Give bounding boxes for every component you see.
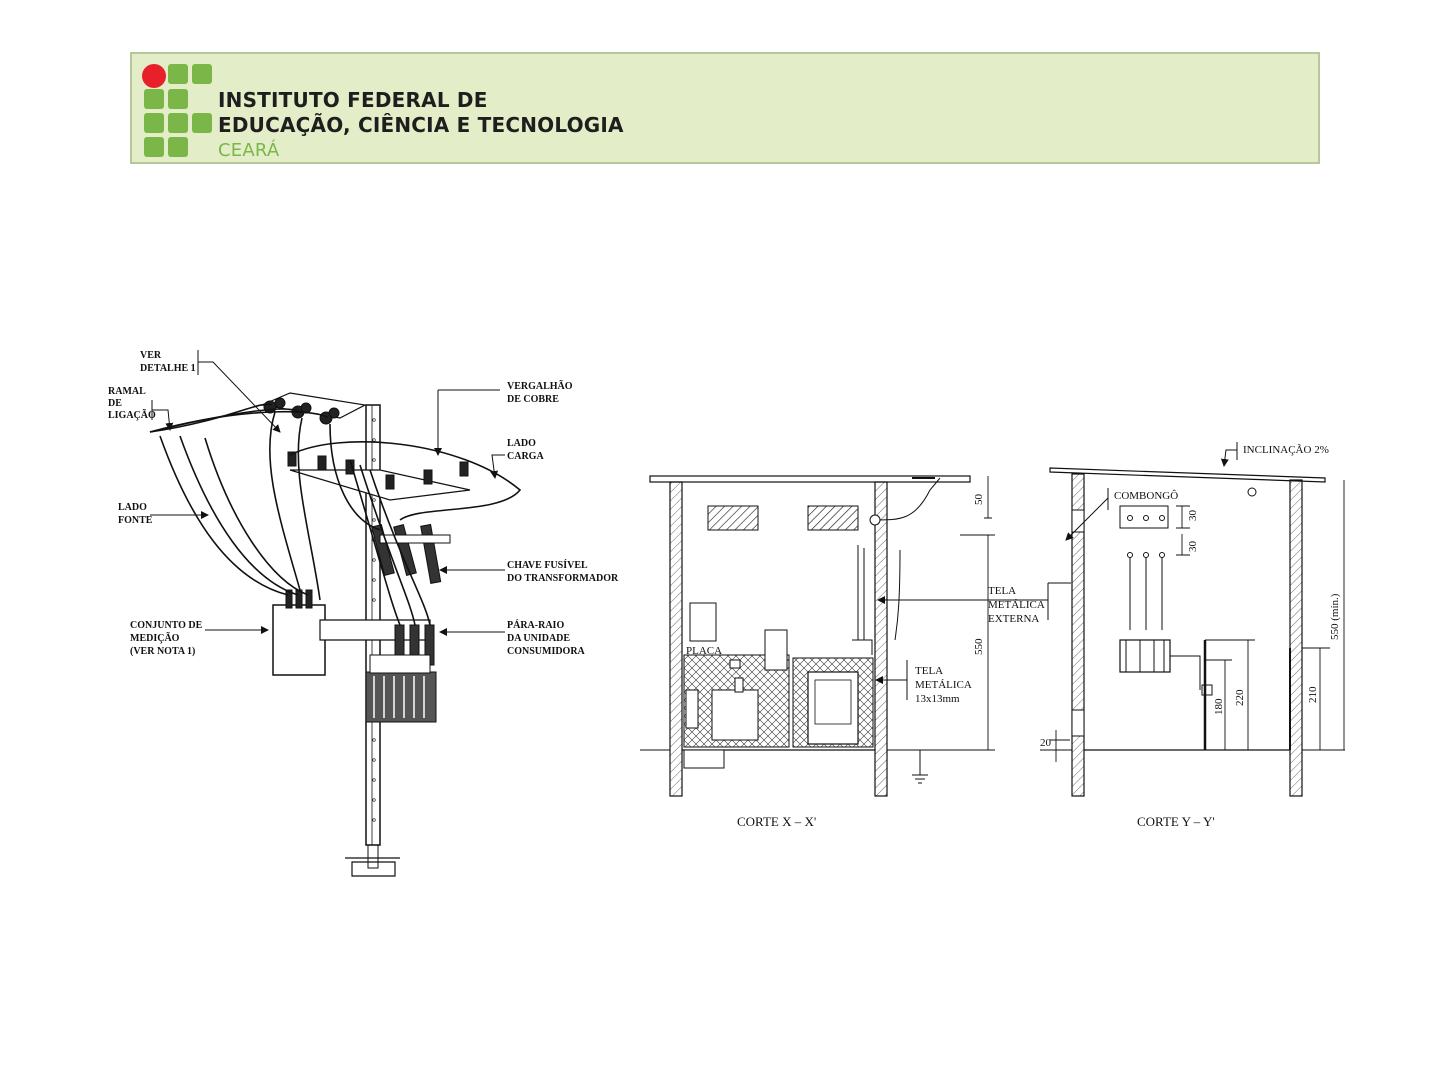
institution-logo	[142, 62, 212, 158]
middle-insulators	[287, 451, 469, 490]
dim-y-30b: 30	[1187, 541, 1199, 553]
label-conjunto-1: CONJUNTO DE	[130, 620, 203, 631]
dim-y-210: 210	[1307, 686, 1319, 703]
institution-line-1: INSTITUTO FEDERAL DE	[218, 88, 488, 112]
corte-x-diagram	[640, 475, 995, 797]
label-tela-1: TELA	[915, 665, 943, 677]
transformer-x	[807, 671, 859, 745]
corte-y-labels: INCLINAÇÃO 2% COMBONGÔ 30 30 550 (mín.) …	[1040, 444, 1341, 829]
label-ver-detalhe-1: VER	[140, 350, 162, 361]
institution-name: INSTITUTO FEDERAL DE EDUCAÇÃO, CIÊNCIA E…	[218, 88, 624, 163]
wires	[149, 403, 522, 626]
corte-y-diagram	[1040, 467, 1345, 797]
caption-corte-y: CORTE Y – Y'	[1137, 814, 1215, 829]
pole-leaders	[150, 350, 505, 636]
label-pararaio-1: PÁRA-RAIO	[507, 619, 564, 631]
corte-x-leaders	[876, 583, 1049, 700]
label-lado-carga-1: LADO	[507, 438, 536, 449]
institution-line-2: EDUCAÇÃO, CIÊNCIA E TECNOLOGIA	[218, 113, 624, 137]
label-tela-externa-2: METÁLICA	[988, 599, 1045, 611]
fuse-cutouts	[371, 523, 442, 584]
caption-corte-x: CORTE X – X'	[737, 814, 816, 829]
label-tela-3: 13x13mm	[915, 693, 960, 705]
dim-x-550: 550	[973, 638, 985, 655]
institution-line-3: CEARÁ	[218, 140, 280, 161]
transformer	[365, 671, 437, 723]
corte-x-labels: PLACA 50 550 TELA METÁLICA EXTERNA TELA …	[686, 494, 1045, 830]
label-lado-carga-2: CARGA	[507, 451, 544, 462]
label-lado-fonte-2: FONTE	[118, 515, 153, 526]
label-ramal-3: LIGAÇÃO	[108, 409, 156, 421]
logo-red-dot	[142, 64, 166, 88]
label-ver-detalhe-2: DETALHE 1	[140, 363, 196, 374]
institution-banner: INSTITUTO FEDERAL DE EDUCAÇÃO, CIÊNCIA E…	[130, 52, 1320, 164]
label-inclinacao: INCLINAÇÃO 2%	[1243, 444, 1329, 456]
label-conjunto-3: (VER NOTA 1)	[130, 646, 195, 657]
dim-y-20: 20	[1040, 737, 1052, 749]
dim-y-180: 180	[1213, 698, 1225, 715]
label-tela-externa-1: TELA	[988, 585, 1016, 597]
dim-y-220: 220	[1234, 689, 1246, 706]
label-vergalhao-1: VERGALHÃO	[507, 380, 573, 392]
label-ramal-2: DE	[108, 398, 122, 409]
label-chave-2: DO TRANSFORMADOR	[507, 573, 619, 584]
meter-box	[272, 604, 326, 676]
label-combongo: COMBONGÔ	[1114, 490, 1178, 502]
label-tela-2: METÁLICA	[915, 679, 972, 691]
label-conjunto-2: MEDIÇÃO	[130, 632, 180, 644]
label-pararaio-3: CONSUMIDORA	[507, 646, 586, 657]
dim-x-50: 50	[973, 494, 985, 506]
pole-diagram	[149, 392, 522, 877]
label-chave-1: CHAVE FUSÍVEL	[507, 559, 588, 571]
label-tela-externa-3: EXTERNA	[988, 613, 1039, 625]
label-pararaio-2: DA UNIDADE	[507, 633, 570, 644]
sign-plate	[689, 602, 717, 642]
label-vergalhao-2: DE COBRE	[507, 394, 559, 405]
corte-y-leaders	[1048, 442, 1238, 584]
pole-labels: VER DETALHE 1 RAMAL DE LIGAÇÃO VERGALHÃO…	[108, 350, 619, 657]
dim-y-30a: 30	[1187, 510, 1199, 522]
dim-y-550: 550 (mín.)	[1329, 593, 1341, 640]
label-lado-fonte-1: LADO	[118, 502, 147, 513]
label-ramal-1: RAMAL	[108, 386, 146, 397]
label-placa: PLACA	[686, 645, 722, 657]
